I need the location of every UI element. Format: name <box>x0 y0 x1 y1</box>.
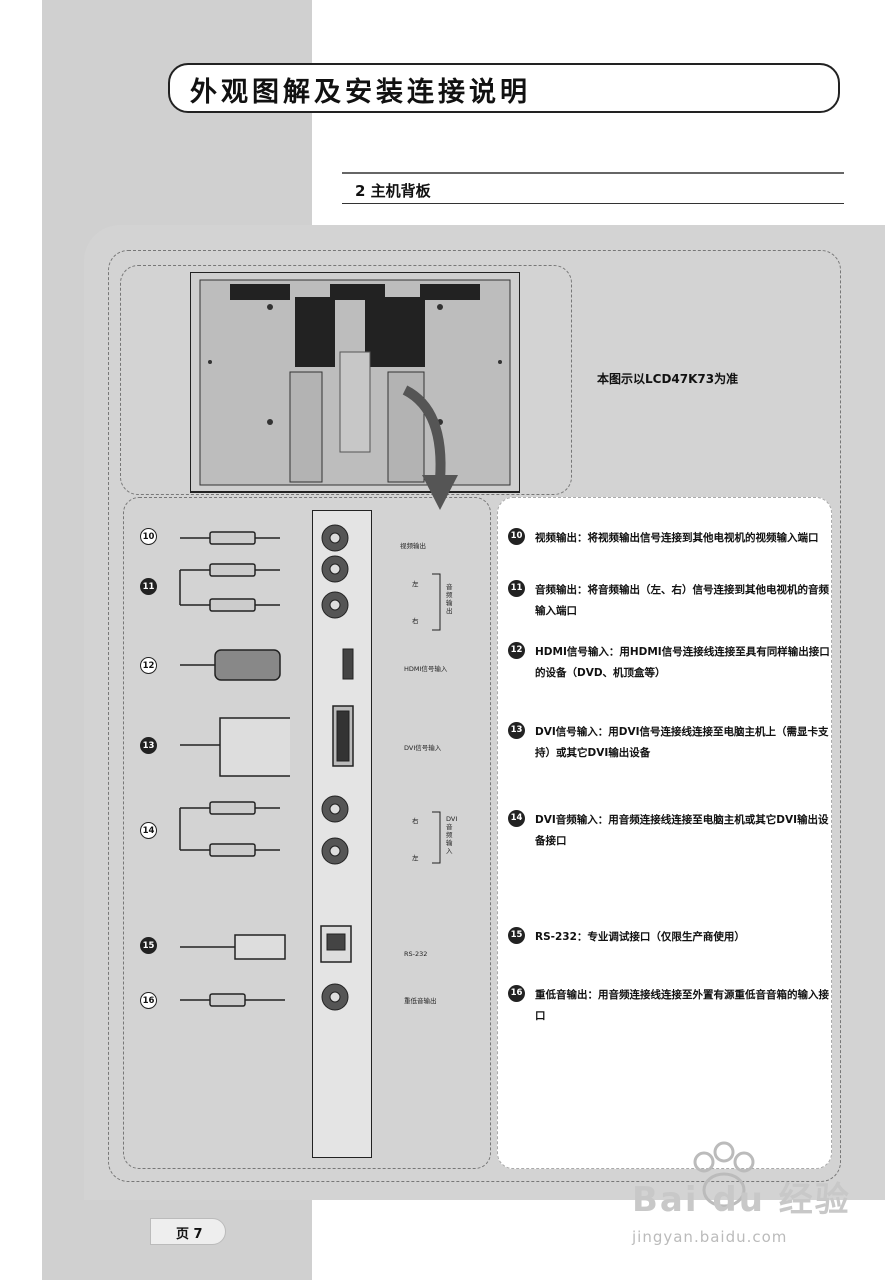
page-number-tab <box>150 1218 226 1245</box>
description-text: HDMI信号输入：用HDMI信号连接线连接至具有同样输出接口的设备（DVD、机顶… <box>535 646 830 679</box>
port-label-dvi: DVI信号输入 <box>404 744 442 752</box>
cable-number-14: 14 <box>140 822 157 839</box>
description-number: 10 <box>508 528 525 545</box>
tv-illustration-frame <box>120 265 572 495</box>
ports-frame <box>123 497 491 1169</box>
cable-number-12: 12 <box>140 657 157 674</box>
cable-number-13: 13 <box>140 737 157 754</box>
tv-back-illustration <box>190 272 520 493</box>
watermark-url: jingyan.baidu.com <box>632 1228 788 1246</box>
port-label-right: 右 <box>412 617 419 625</box>
rear-port-panel <box>312 510 372 1158</box>
section-heading: 2 主机背板 <box>355 182 431 200</box>
cable-number-16: 16 <box>140 992 157 1009</box>
port-label-video-out: 视频输出 <box>400 542 426 550</box>
diagram-frame <box>108 250 841 1182</box>
description-number: 15 <box>508 927 525 944</box>
description-text: 重低音输出：用音频连接线连接至外置有源重低音音箱的输入接口 <box>535 989 829 1022</box>
pointer-arrow-icon <box>402 385 458 510</box>
description-text: DVI信号输入：用DVI信号连接线连接至电脑主机上（需显卡支持）或其它DVI输出… <box>535 726 829 759</box>
watermark-brand: Bai du 经验 <box>632 1180 851 1220</box>
baidu-paw-logo-icon <box>693 1141 755 1208</box>
descriptions-frame <box>497 497 832 1169</box>
title-frame <box>168 63 840 113</box>
description-number: 12 <box>508 642 525 659</box>
cable-number-11: 11 <box>140 578 157 595</box>
cable-number-10: 10 <box>140 528 157 545</box>
page-title: 外观图解及安装连接说明 <box>190 77 531 108</box>
port-label-hdmi: HDMI信号输入 <box>404 665 448 673</box>
description-number: 14 <box>508 810 525 827</box>
description-text: RS-232：专业调试接口（仅限生产商使用） <box>535 931 745 943</box>
description-number: 16 <box>508 985 525 1002</box>
port-label-subwoofer: 重低音输出 <box>404 997 437 1005</box>
port-label-audio-out: 音频输出 <box>446 583 453 615</box>
description-text: DVI音频输入：用音频连接线连接至电脑主机或其它DVI输出设备接口 <box>535 814 829 847</box>
port-label-dvi-left: 左 <box>412 854 419 862</box>
port-label-dvi-audio: DVI音频输入 <box>446 815 458 855</box>
description-text: 视频输出：将视频输出信号连接到其他电视机的视频输入端口 <box>535 532 819 544</box>
port-label-dvi-right: 右 <box>412 817 419 825</box>
cable-illustrations <box>179 531 290 1007</box>
audio-out-bracket <box>432 573 441 631</box>
cable-number-15: 15 <box>140 937 157 954</box>
port-label-rs232: RS-232 <box>404 950 428 958</box>
dvi-audio-bracket <box>432 811 441 864</box>
description-number: 11 <box>508 580 525 597</box>
port-label-left: 左 <box>412 580 419 588</box>
description-number: 13 <box>508 722 525 739</box>
page-number: 页 7 <box>176 1227 203 1242</box>
model-note: 本图示以LCD47K73为准 <box>597 372 739 386</box>
port-shapes <box>320 524 354 1011</box>
section-rule-bottom <box>342 203 844 204</box>
description-text: 音频输出：将音频输出（左、右）信号连接到其他电视机的音频输入端口 <box>535 584 829 617</box>
section-rule-top <box>342 172 844 174</box>
